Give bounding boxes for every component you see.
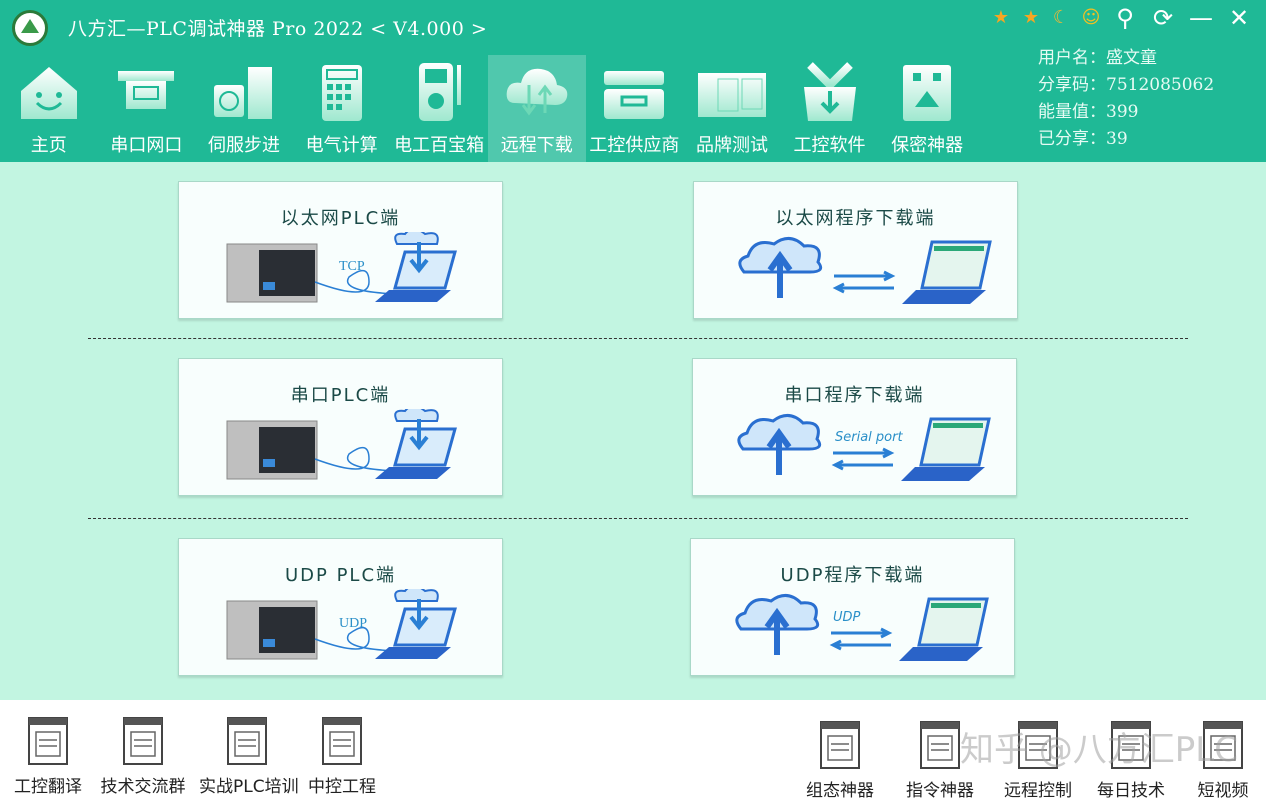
nav-item-4[interactable]: 电气计算 xyxy=(293,55,391,162)
bottom-toolbar: 工控翻译技术交流群实战PLC培训中控工程 组态神器 指令神器 远程控制 每日技术 短视频 xyxy=(0,700,1266,805)
cloud-transfer-icon xyxy=(503,61,571,123)
link-label: Serial port xyxy=(835,430,903,445)
plc-training-icon xyxy=(224,716,270,766)
nav-label: 远程下载 xyxy=(500,135,573,156)
nav-label: 电气计算 xyxy=(305,135,378,156)
video-icon xyxy=(1200,720,1246,770)
nav-label: 主页 xyxy=(30,135,67,156)
cabinet-icon xyxy=(600,61,668,123)
link-label: UDP xyxy=(339,616,367,631)
nav-label: 伺服步进 xyxy=(207,135,280,156)
share-code: 分享码：7512085062 xyxy=(1038,75,1215,95)
close-button[interactable]: ✕ xyxy=(1228,4,1250,32)
app-title: 八方汇—PLC调试神器 Pro 2022 < V4.000 > xyxy=(68,18,488,40)
nav-label: 品牌测试 xyxy=(695,135,768,156)
smiley-icon[interactable]: ☺ xyxy=(1081,7,1101,28)
card-plc-side[interactable]: UDP PLC端 UDP xyxy=(178,538,503,676)
app-logo xyxy=(12,10,48,46)
chat-group-icon xyxy=(120,716,166,766)
divider xyxy=(88,518,1188,519)
window-controls: ★ ★ ☾ ☺ ⚲ ⟳ — ✕ xyxy=(990,5,1254,31)
tool-label: 工控翻译 xyxy=(14,777,82,797)
multimeter-icon xyxy=(405,61,473,123)
header: 八方汇—PLC调试神器 Pro 2022 < V4.000 > ★ ★ ☾ ☺ ⚲ ⟳ — ✕… xyxy=(0,0,1266,162)
scada-icon xyxy=(817,720,863,770)
divider xyxy=(88,338,1188,339)
star-icon[interactable]: ★ xyxy=(1022,7,1040,28)
card-plc-side[interactable]: 以太网PLC端 TCP xyxy=(178,181,503,319)
card-title: UDP程序下载端 xyxy=(780,565,925,586)
translate-icon xyxy=(25,716,71,766)
shared-count: 已分享：39 xyxy=(1038,129,1128,149)
username: 用户名：盛文童 xyxy=(1038,48,1157,68)
nav-item-6[interactable]: 远程下载 xyxy=(487,55,586,162)
tool-daily-tech[interactable]: 每日技术 xyxy=(1083,720,1179,801)
card-download-side[interactable]: UDP程序下载端 UDP xyxy=(690,538,1015,676)
tool-translate[interactable]: 工控翻译 xyxy=(0,716,96,797)
link-label: UDP xyxy=(833,610,861,625)
star-icon[interactable]: ★ xyxy=(992,7,1010,28)
nav-item-2[interactable]: 串口网口 xyxy=(98,55,196,162)
card-title: 串口程序下载端 xyxy=(784,385,925,406)
tool-label: 技术交流群 xyxy=(100,777,186,797)
tool-label: 中控工程 xyxy=(308,777,376,797)
link-label: TCP xyxy=(339,259,365,274)
daily-tech-icon xyxy=(1108,720,1154,770)
refresh-button[interactable]: ⟳ xyxy=(1152,4,1174,32)
tool-remote-control[interactable]: 远程控制 xyxy=(990,720,1086,801)
card-plc-side[interactable]: 串口PLC端 xyxy=(178,358,503,496)
tool-instruction[interactable]: 指令神器 xyxy=(892,720,988,801)
user-info: 用户名：盛文童 分享码：7512085062 能量值：399 已分享：39 xyxy=(1038,45,1214,153)
plc-icon xyxy=(697,61,766,123)
tool-scada[interactable]: 组态神器 xyxy=(792,720,888,801)
nav-item-1[interactable]: 主页 xyxy=(0,55,98,162)
minimize-button[interactable]: — xyxy=(1189,4,1213,32)
nav-item-7[interactable]: 工控供应商 xyxy=(586,55,684,162)
nav-label: 电工百宝箱 xyxy=(394,135,485,156)
card-title: 串口PLC端 xyxy=(290,385,391,406)
nav-item-10[interactable]: 保密神器 xyxy=(878,55,976,162)
instruction-icon xyxy=(917,720,963,770)
tool-label: 每日技术 xyxy=(1097,781,1165,801)
serial-port-icon xyxy=(112,61,180,123)
tool-label: 指令神器 xyxy=(906,781,974,801)
main-nav: 主页 串口网口 伺服步进 电气计算电工百宝箱远程下载工控供应商品牌测试 工控软件 保密神器 xyxy=(0,55,976,162)
nav-label: 保密神器 xyxy=(891,135,964,156)
software-download-icon xyxy=(796,61,864,123)
nav-item-5[interactable]: 电工百宝箱 xyxy=(390,55,488,162)
tool-label: 实战PLC培训 xyxy=(199,777,299,797)
nav-label: 串口网口 xyxy=(110,135,183,156)
gear-project-icon xyxy=(319,716,365,766)
home-icon xyxy=(15,61,83,123)
calculator-icon xyxy=(308,61,376,123)
remote-control-icon xyxy=(1015,720,1061,770)
nav-item-9[interactable]: 工控软件 xyxy=(781,55,879,162)
card-download-side[interactable]: 串口程序下载端 Serial port xyxy=(692,358,1017,496)
tool-label: 短视频 xyxy=(1197,781,1249,801)
moon-icon[interactable]: ☾ xyxy=(1052,7,1070,28)
card-title: UDP PLC端 xyxy=(284,565,397,586)
tool-chat-group[interactable]: 技术交流群 xyxy=(95,716,191,797)
nav-label: 工控软件 xyxy=(793,135,866,156)
card-download-side[interactable]: 以太网程序下载端 xyxy=(693,181,1018,319)
nav-item-8[interactable]: 品牌测试 xyxy=(683,55,781,162)
tool-label: 远程控制 xyxy=(1004,781,1072,801)
tool-gear-project[interactable]: 中控工程 xyxy=(294,716,390,797)
servo-motor-icon xyxy=(210,61,278,123)
energy-value: 能量值：399 xyxy=(1038,102,1139,122)
tool-plc-training[interactable]: 实战PLC培训 xyxy=(199,716,299,797)
nav-item-3[interactable]: 伺服步进 xyxy=(195,55,293,162)
safe-icon xyxy=(893,61,961,123)
tool-label: 组态神器 xyxy=(806,781,874,801)
card-title: 以太网程序下载端 xyxy=(775,208,936,229)
card-title: 以太网PLC端 xyxy=(280,208,401,229)
nav-label: 工控供应商 xyxy=(589,135,680,156)
tool-video[interactable]: 短视频 xyxy=(1175,720,1266,801)
user-button[interactable]: ⚲ xyxy=(1116,4,1134,32)
